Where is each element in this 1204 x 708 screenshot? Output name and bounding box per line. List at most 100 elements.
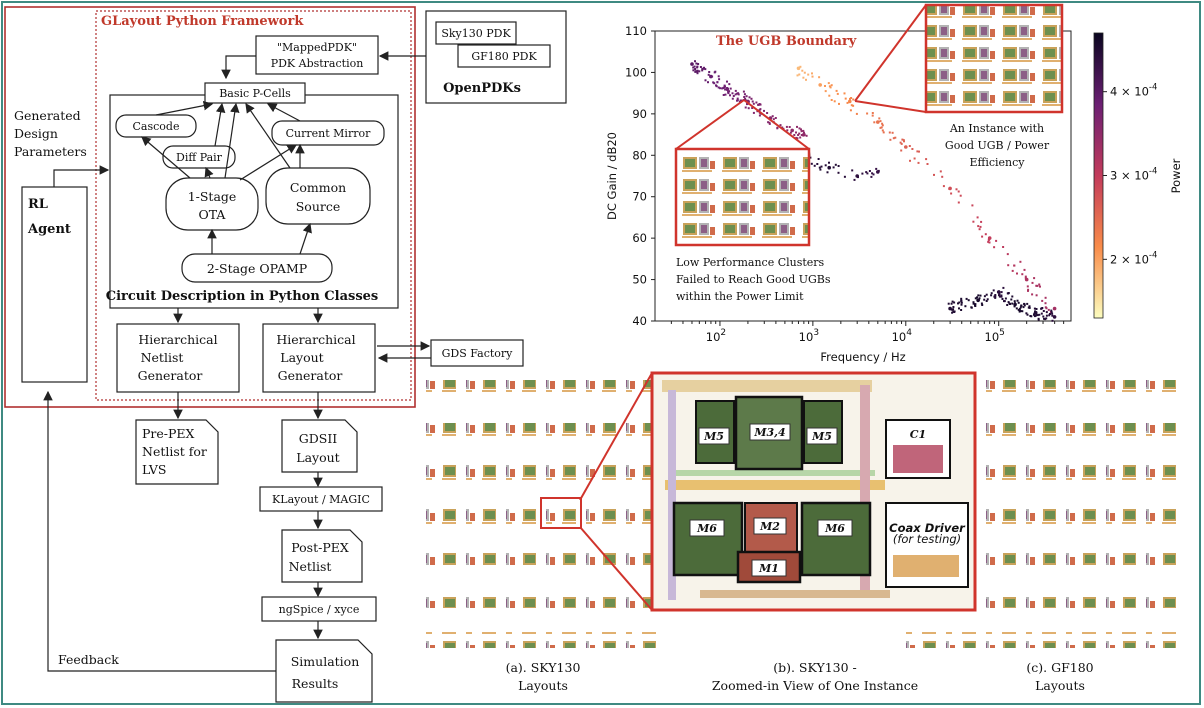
data-point <box>957 190 960 193</box>
data-point <box>1047 308 1050 311</box>
data-point <box>955 188 958 191</box>
gdsii-line1: GDSII <box>299 431 338 446</box>
data-point <box>1023 304 1026 307</box>
data-point <box>719 87 722 90</box>
data-point <box>1007 301 1010 304</box>
x-tick-label: 104 <box>892 328 913 344</box>
layout-thumbnail <box>1106 550 1136 566</box>
data-point <box>1013 300 1016 303</box>
layout-thumbnail <box>626 550 656 566</box>
arrow-ota-mirror <box>239 144 298 181</box>
data-point <box>872 173 875 176</box>
layout-thumbnail <box>1106 508 1136 524</box>
layout-thumbnail <box>626 465 656 481</box>
data-point <box>980 220 983 223</box>
data-point <box>986 298 989 301</box>
data-point <box>1006 292 1009 295</box>
data-point <box>798 132 801 135</box>
data-point <box>844 97 847 100</box>
layout-thumbnail <box>586 592 616 608</box>
data-point <box>697 63 700 65</box>
caption-c-line2: Layouts <box>1035 678 1085 693</box>
data-point <box>981 304 984 306</box>
data-point <box>793 134 796 136</box>
data-point <box>747 107 750 110</box>
current-mirror-label: Current Mirror <box>286 127 371 140</box>
data-point <box>696 69 699 72</box>
layout-thumbnail <box>586 465 616 481</box>
data-point <box>1000 294 1003 297</box>
data-point <box>892 137 895 140</box>
data-point <box>1019 306 1022 309</box>
layout-thumbnail <box>1026 508 1056 524</box>
data-point <box>850 104 853 107</box>
layout-thumbnail <box>466 508 496 524</box>
data-point <box>979 225 982 228</box>
y-axis-label: DC Gain / dB20 <box>605 132 619 220</box>
data-point <box>790 128 794 133</box>
data-point <box>695 62 698 65</box>
data-point <box>723 84 726 87</box>
data-point <box>837 171 840 174</box>
data-point <box>799 65 802 68</box>
data-point <box>696 65 699 68</box>
data-point <box>721 87 724 90</box>
data-point <box>1017 301 1020 304</box>
zoom-label-m5-left: M5 <box>703 430 724 443</box>
layout-gen-line2: Layout <box>280 350 323 365</box>
data-point <box>1028 305 1031 308</box>
data-point <box>759 108 762 111</box>
data-point <box>917 161 920 164</box>
data-point <box>1011 302 1014 305</box>
data-point <box>1018 307 1021 310</box>
data-point <box>871 114 874 117</box>
data-point <box>737 92 740 95</box>
data-point <box>1035 284 1038 287</box>
layout-thumbnail <box>426 465 456 481</box>
low-perf-line1: Low Performance Clusters <box>676 256 825 269</box>
data-point <box>913 157 916 160</box>
sky130-pdk-label: Sky130 PDK <box>441 27 511 40</box>
data-point <box>818 83 822 87</box>
data-point <box>1023 268 1026 271</box>
framework-outer-box <box>4 6 416 408</box>
data-point <box>876 120 880 124</box>
callout-line-low-1 <box>675 99 745 150</box>
framework-dotted-box <box>95 10 412 401</box>
data-point <box>696 70 699 73</box>
data-point <box>843 92 846 95</box>
data-point <box>789 131 792 134</box>
data-point <box>888 131 891 134</box>
good-instance-line1: An Instance with <box>949 122 1044 135</box>
data-point <box>758 103 761 105</box>
data-point <box>964 305 967 308</box>
data-point <box>704 79 707 82</box>
layout-thumbnail <box>1106 380 1136 396</box>
ngspice-box <box>261 596 377 622</box>
diff-pair-box <box>162 145 236 169</box>
data-point <box>894 136 897 139</box>
data-point <box>1018 310 1021 313</box>
data-point <box>987 240 990 243</box>
data-point <box>724 93 727 96</box>
data-point <box>758 114 761 117</box>
x-tick-label: 105 <box>985 328 1005 344</box>
layout-thumbnail <box>506 550 536 566</box>
data-point <box>1042 315 1045 318</box>
data-point <box>796 125 798 128</box>
opamp-box <box>181 253 333 283</box>
data-point <box>694 70 697 73</box>
mappedpdk-line1: "MappedPDK" <box>277 41 357 54</box>
low-perf-line2: Failed to Reach Good UGBs <box>676 273 831 286</box>
data-point <box>998 292 1001 295</box>
data-point <box>776 126 779 129</box>
zoom-label-m6-left: M6 <box>696 522 717 535</box>
layout-thumbnail <box>1146 465 1176 481</box>
x-tick-label: 102 <box>706 328 726 344</box>
layout-thumbnail <box>1066 632 1096 648</box>
data-point <box>779 124 782 127</box>
data-point <box>737 93 740 96</box>
layout-thumbnail <box>1026 465 1056 481</box>
data-point <box>992 289 995 292</box>
